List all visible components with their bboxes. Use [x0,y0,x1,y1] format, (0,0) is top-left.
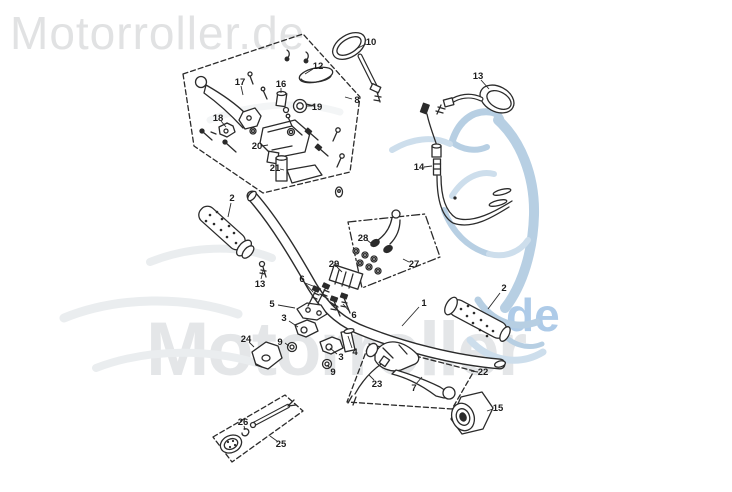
master-cylinder-drawing [259,119,311,165]
leader-line [326,364,331,369]
part-label-9: 9 [277,337,282,348]
leader-line [227,202,232,218]
wire-drawing [347,355,391,406]
part-label-8: 8 [354,95,359,106]
leader-line [304,68,314,75]
bracket-drawing [210,122,236,138]
part-label-9: 9 [330,367,335,378]
toolkit-drawing [219,399,297,454]
leader-line [402,258,410,263]
grip-left-drawing [198,205,255,259]
leader-line [329,347,338,355]
part-label-6: 6 [351,310,356,321]
part-label-3: 3 [281,313,286,324]
leader-line [220,120,227,128]
throttle-cable-drawing [419,102,513,226]
part-label-12: 12 [313,61,324,72]
leader-line [260,270,264,280]
brake-assembly-dashed-box [182,33,361,194]
part-label-25: 25 [276,439,287,450]
lever-drawing [391,369,456,400]
leader-line [288,320,299,328]
leader-line [277,304,296,309]
throttle-dashed-box [346,343,475,410]
part-label-6: 6 [299,274,304,285]
bar-end-nut-drawing [450,391,494,435]
part-label-27: 27 [409,259,420,270]
mirror-right-drawing [435,84,515,115]
gray-swoosh [59,101,344,372]
handlebar-drawing [246,186,507,370]
wiring-harness-drawing [352,209,401,275]
part-label-16: 16 [276,79,287,90]
part-label-29: 29 [329,259,340,270]
part-label-23: 23 [372,379,383,390]
lower-clamps-drawing [286,319,344,370]
part-label-22: 22 [478,367,489,378]
part-label-7: 7 [411,383,416,394]
part-label-28: 28 [358,233,369,244]
leader-line [304,282,314,293]
leader-line [480,79,490,90]
part-label-17: 17 [235,77,246,88]
leader-line [240,85,244,96]
part-label-2: 2 [229,193,234,204]
toolkit-dashed-box [212,394,304,463]
part-label-19: 19 [312,102,323,113]
grip-right-drawing [444,296,511,342]
leader-line [486,408,494,412]
screw-pair-drawing [284,49,309,64]
leader-line [347,335,353,349]
part-label-2: 2 [501,283,506,294]
part-label-5: 5 [269,299,275,310]
part-label-18: 18 [213,113,224,124]
brake-lever-drawing [194,75,262,130]
leader-line [261,144,269,147]
leader-line [342,303,351,313]
leader-line [269,435,278,442]
leader-line [355,43,367,50]
leader-line [368,374,375,381]
part-label-15: 15 [493,403,504,414]
part-label-13: 13 [473,71,484,82]
switch-block-drawing [328,264,364,290]
leader-line [304,282,322,290]
part-label-1: 1 [421,298,427,309]
damper-drawing [251,341,283,370]
leader-line [336,266,343,273]
upper-clamp-drawing [296,282,331,321]
leader-line [401,306,420,327]
mirror-left-drawing [332,32,382,103]
leader-line [423,165,433,168]
mirror-screw-drawing [258,260,267,278]
leader-line [415,376,423,385]
part-label-4: 4 [352,347,358,358]
leader-line [487,292,501,310]
part-label-26: 26 [238,417,249,428]
bird-logo [389,108,547,364]
part-label-3: 3 [338,352,343,363]
part-label-24: 24 [241,334,252,345]
part-label-10: 10 [366,37,377,48]
leader-line [470,370,479,373]
part-label-14: 14 [414,162,425,173]
clamp-ring-drawing [292,98,315,114]
piston-drawing [275,90,288,108]
leader-line [366,239,373,245]
riser-post-drawing [329,292,356,353]
leader-line [279,168,285,171]
part-label-20: 20 [252,141,263,152]
leader-line [248,341,255,348]
leader-line [344,96,353,100]
part-label-21: 21 [270,163,281,174]
leader-line [243,425,246,431]
leader-line [284,342,290,347]
reservoir-cap-drawing [298,66,334,84]
small-hardware-drawing [199,71,345,168]
part-label-13: 13 [255,279,266,290]
